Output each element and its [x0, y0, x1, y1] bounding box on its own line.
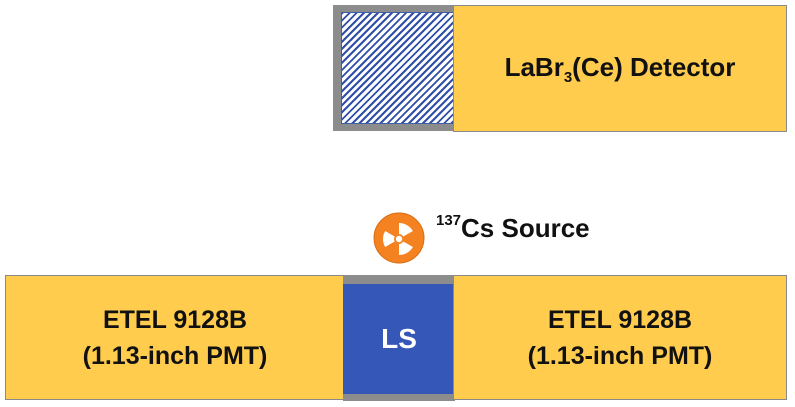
liquid-scintillator: LS: [343, 284, 455, 394]
pmt-left-size: (1.13-inch PMT): [82, 341, 268, 370]
radiation-icon: [373, 212, 425, 264]
pmt-right: ETEL 9128B (1.13-inch PMT): [453, 275, 787, 400]
detector-label: LaBr3(Ce) Detector: [504, 51, 736, 86]
pmt-right-model: ETEL 9128B: [547, 305, 693, 334]
source-label: 137Cs Source: [436, 212, 590, 243]
pmt-left-model: ETEL 9128B: [102, 305, 248, 334]
ls-label: LS: [381, 323, 417, 354]
labr3-detector: LaBr3(Ce) Detector: [453, 5, 787, 132]
pmt-right-size: (1.13-inch PMT): [527, 341, 713, 370]
ls-bottom-cap: [343, 394, 455, 401]
detector-window-hatched: [341, 12, 454, 124]
ls-top-cap: [343, 275, 455, 284]
pmt-left: ETEL 9128B (1.13-inch PMT): [5, 275, 345, 400]
